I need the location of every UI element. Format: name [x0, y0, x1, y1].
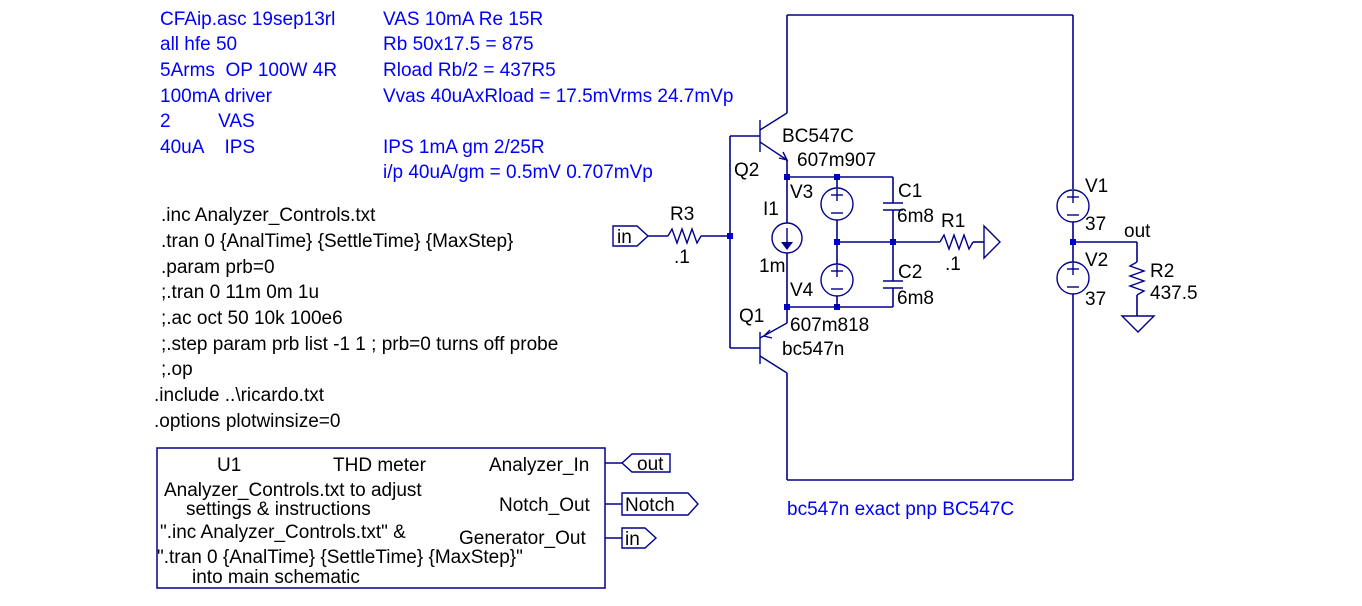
ground-icon: [1120, 315, 1156, 333]
thd-desc-line-2: settings & instructions: [186, 499, 371, 520]
v1-name: V1: [1085, 176, 1108, 197]
thd-meter-outline: [156, 447, 606, 589]
thd-desc-line-1: Analyzer_Controls.txt to adjust: [164, 480, 422, 501]
thd-desc-line-3: ".inc Analyzer_Controls.txt" &: [160, 522, 406, 543]
c1-value: 6m8: [897, 206, 934, 227]
comment-right-line-1: VAS 10mA Re 15R: [383, 9, 543, 30]
port-label-in-gen: in: [625, 529, 640, 550]
q1-value: 607m818: [790, 315, 869, 336]
thd-desc-line-5: into main schematic: [192, 567, 360, 588]
transistor-q1[interactable]: Q1 607m818 bc547n: [730, 306, 869, 374]
comment-right-line-2: Rb 50x17.5 = 875: [383, 34, 534, 55]
directive-1[interactable]: .inc Analyzer_Controls.txt: [161, 205, 376, 226]
q1-model: bc547n: [782, 339, 844, 360]
r2-value: 437.5: [1150, 283, 1198, 304]
r1-net-flag: [983, 224, 1001, 260]
c2-value: 6m8: [897, 288, 934, 309]
directive-5[interactable]: ;.ac oct 50 10k 100e6: [161, 308, 343, 329]
v2-value: 37: [1085, 289, 1106, 310]
port-flag-out[interactable]: [620, 453, 671, 473]
voltage-source-v4[interactable]: V4: [790, 263, 854, 307]
r3-value: .1: [674, 247, 690, 268]
pin-notch-out: Notch_Out: [499, 495, 591, 516]
q1-emitter-arrow: [762, 329, 773, 339]
port-flag-notch[interactable]: [621, 492, 699, 516]
q2-value: 607m907: [797, 150, 876, 171]
net-label-out: out: [1124, 221, 1151, 242]
footer-note: bc547n exact pnp BC547C: [787, 499, 1014, 520]
resistor-r2: [1127, 261, 1147, 296]
c1-name: C1: [898, 181, 922, 202]
comment-left-line-4: 100mA driver: [160, 86, 273, 107]
r1-value: .1: [945, 254, 961, 275]
q2-name: Q2: [734, 160, 759, 181]
pin-analyzer-in: Analyzer_In: [489, 455, 589, 476]
voltage-source-v3[interactable]: V3: [790, 177, 854, 264]
comment-left-line-1: CFAip.asc 19sep13rl: [160, 9, 335, 30]
v1-value: 37: [1085, 214, 1106, 235]
resistor-r1: [939, 232, 974, 252]
voltage-source-v1[interactable]: V1 37: [1056, 15, 1108, 262]
i1-name: I1: [763, 199, 779, 220]
comment-left-line-2: all hfe 50: [160, 34, 237, 55]
net-label-in: in: [617, 227, 632, 248]
q1-collector: [759, 355, 788, 374]
directive-3[interactable]: .param prb=0: [161, 257, 275, 278]
v3-name: V3: [790, 182, 813, 203]
thd-instance-label: U1: [217, 455, 241, 476]
transistor-q2[interactable]: BC547C Q2 607m907: [730, 112, 876, 181]
spice-directives: .inc Analyzer_Controls.txt .tran 0 {Anal…: [154, 205, 558, 432]
r3-name: R3: [670, 204, 694, 225]
v2-name: V2: [1085, 250, 1108, 271]
directive-2[interactable]: .tran 0 {AnalTime} {SettleTime} {MaxStep…: [161, 231, 513, 252]
i1-arrow-head: [781, 242, 793, 250]
q2-emitter: [759, 141, 788, 161]
q2-collector: [759, 112, 788, 131]
i1-value: 1m: [759, 256, 785, 277]
resistor-r3[interactable]: [667, 226, 702, 246]
thd-name-label: THD meter: [333, 455, 427, 476]
comment-block: CFAip.asc 19sep13rl all hfe 50 5Arms OP …: [160, 9, 733, 183]
port-flag-in[interactable]: [612, 225, 650, 247]
resistor-r2-group[interactable]: R2 437.5: [1120, 242, 1198, 333]
comment-right-line-3: Rload Rb/2 = 437R5: [383, 60, 556, 81]
comment-right-line-7: i/p 40uA/gm = 0.5mV 0.707mVp: [383, 162, 653, 183]
junction-base: [727, 233, 733, 239]
v4-name: V4: [790, 280, 814, 301]
comment-right-line-4: Vvas 40uAxRload = 17.5mVrms 24.7mVp: [383, 86, 733, 107]
current-source-i1[interactable]: I1 1m: [759, 177, 803, 307]
junction-mid-left: [834, 239, 840, 245]
r2-name: R2: [1150, 261, 1174, 282]
input-stage: in R3 .1: [612, 136, 733, 348]
port-flag-in-gen[interactable]: [621, 527, 658, 549]
voltage-source-v2[interactable]: V2 37: [1056, 250, 1108, 480]
resistor-r1-group[interactable]: R1 .1: [939, 211, 1001, 275]
thd-meter-block[interactable]: U1 THD meter Analyzer_Controls.txt to ad…: [156, 447, 699, 589]
capacitor-c1[interactable]: C1 6m8: [883, 177, 934, 242]
capacitor-c2[interactable]: C2 6m8: [883, 242, 934, 309]
comment-right-line-6: IPS 1mA gm 2/25R: [383, 137, 545, 158]
q1-name: Q1: [739, 306, 764, 327]
directive-6[interactable]: ;.step param prb list -1 1 ; prb=0 turns…: [161, 334, 558, 355]
directive-7[interactable]: ;.op: [161, 359, 193, 380]
comment-left-line-3: 5Arms OP 100W 4R: [160, 60, 337, 81]
directive-9[interactable]: .options plotwinsize=0: [154, 411, 340, 432]
directive-8[interactable]: .include ..\ricardo.txt: [154, 385, 325, 406]
directive-4[interactable]: ;.tran 0 11m 0m 1u: [161, 282, 319, 303]
r1-name: R1: [941, 211, 965, 232]
port-label-notch: Notch: [625, 495, 675, 516]
c2-name: C2: [898, 262, 922, 283]
comment-left-line-6: 40uA IPS: [160, 137, 255, 158]
q2-model: BC547C: [782, 126, 854, 147]
port-label-out: out: [637, 454, 664, 475]
pin-generator-out: Generator_Out: [459, 528, 586, 549]
thd-desc-line-4: ".tran 0 {AnalTime} {SettleTime} {MaxSte…: [157, 547, 523, 568]
comment-left-line-5: 2 VAS: [160, 111, 255, 132]
junction-out: [1070, 239, 1076, 245]
